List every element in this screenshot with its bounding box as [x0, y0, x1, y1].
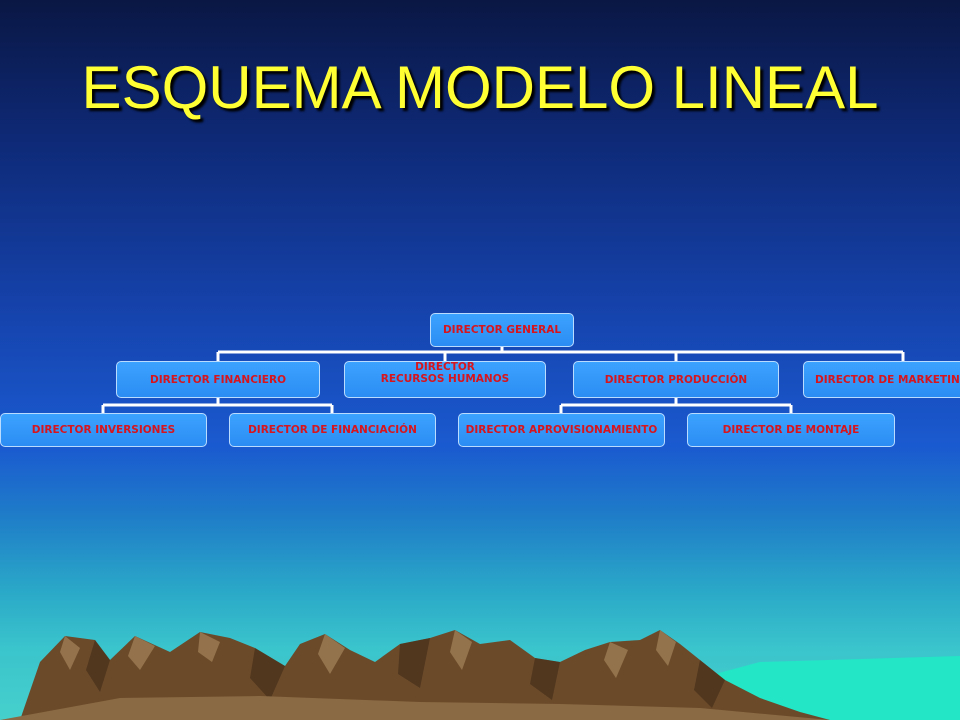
node-label: DIRECTOR FINANCIERO: [150, 373, 286, 386]
node-director-montaje: DIRECTOR DE MONTAJE: [687, 413, 895, 447]
node-director-marketing: DIRECTOR DE MARKETING: [803, 361, 960, 398]
slide-title: ESQUEMA MODELO LINEAL: [81, 54, 879, 121]
mountain-highlights: [60, 630, 676, 678]
node-label: DIRECTOR DE FINANCIACIÓN: [248, 424, 417, 436]
node-director-general: DIRECTOR GENERAL: [430, 313, 574, 347]
node-label-wrap: DIRECTOR RECURSOS HUMANOS: [380, 361, 510, 385]
node-label-line2: RECURSOS HUMANOS: [380, 372, 510, 385]
node-label: DIRECTOR DE MARKETING: [815, 373, 960, 386]
node-label: DIRECTOR APROVISIONAMIENTO: [465, 424, 658, 436]
node-director-recursos-humanos: DIRECTOR RECURSOS HUMANOS: [344, 361, 546, 398]
node-label: DIRECTOR GENERAL: [442, 324, 562, 336]
mountains-illustration: [0, 630, 960, 720]
foreground-hill: [0, 696, 830, 720]
node-director-aprovisionamiento: DIRECTOR APROVISIONAMIENTO: [458, 413, 665, 447]
node-label: DIRECTOR PRODUCCIÓN: [604, 373, 748, 386]
node-director-produccion: DIRECTOR PRODUCCIÓN: [573, 361, 779, 398]
node-label: DIRECTOR INVERSIONES: [31, 424, 176, 436]
node-director-financiero: DIRECTOR FINANCIERO: [116, 361, 320, 398]
node-label: DIRECTOR DE MONTAJE: [722, 424, 860, 436]
node-director-inversiones: DIRECTOR INVERSIONES: [0, 413, 207, 447]
node-label-line1: DIRECTOR: [415, 360, 475, 373]
mountain-shadows: [86, 638, 725, 708]
node-director-financiacion: DIRECTOR DE FINANCIACIÓN: [229, 413, 436, 447]
